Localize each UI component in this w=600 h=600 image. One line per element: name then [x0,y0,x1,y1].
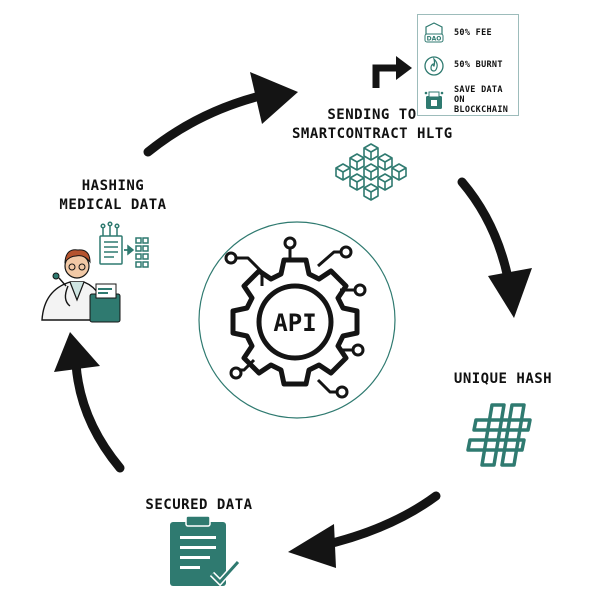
fee-distribution-box: DAO 50% FEE 50% BURNT SAVE DATA ON BLOCK… [417,14,519,116]
step-sending-label: SENDING TO SMARTCONTRACT HLTG [292,107,453,142]
burnt-text: 50% BURNT [454,60,503,70]
turn-arrow-icon [372,56,412,88]
document-hash-icon [99,221,149,268]
fee-text: 50% FEE [454,28,492,38]
svg-text:DAO: DAO [427,36,442,43]
hash-icon [466,403,532,467]
step-unique-hash-label: UNIQUE HASH [453,371,553,387]
arrow-to-sending [143,72,298,157]
save-text: SAVE DATA ON BLOCKCHAIN [454,85,509,115]
center-circle [198,221,396,419]
arrow-to-secured [288,491,441,568]
save-blockchain-icon [422,88,446,112]
fee-row: DAO 50% FEE [422,21,492,45]
fire-icon [422,53,446,77]
dao-icon: DAO [422,21,446,45]
save-row: SAVE DATA ON BLOCKCHAIN [422,85,518,115]
arrow-to-hashing [54,332,125,473]
api-label: API [273,309,316,337]
api-gear-icon [224,236,367,399]
burnt-row: 50% BURNT [422,53,503,77]
arrow-to-unique-hash [457,177,532,318]
step-secured-data-label: SECURED DATA [145,497,253,513]
doctor-illustration [41,249,121,323]
clipboard-check-icon [170,515,241,587]
step-hashing-label: HASHING MEDICAL DATA [59,178,167,213]
blockchain-cubes-icon [335,143,407,201]
